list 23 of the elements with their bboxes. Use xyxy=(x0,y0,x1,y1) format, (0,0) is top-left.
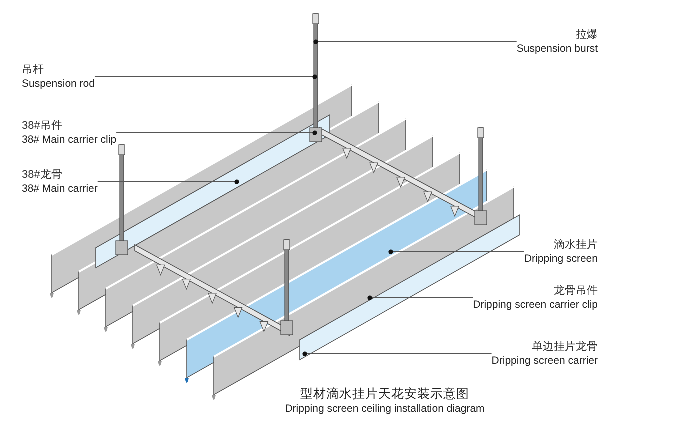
callout-label: 吊杆 xyxy=(22,63,45,77)
callout-translation: Dripping screen carrier clip xyxy=(473,298,598,312)
callout-label: 拉爆 xyxy=(575,28,598,42)
callout-translation: Dripping screen xyxy=(524,252,598,266)
leader-line xyxy=(302,352,492,356)
leader-line xyxy=(97,180,240,184)
leader-line xyxy=(116,130,318,136)
callout-label: 滴水挂片 xyxy=(553,238,598,252)
leader-line xyxy=(388,250,525,254)
callout-label: 38#吊件 xyxy=(22,119,64,133)
leader-line xyxy=(94,74,318,80)
callout-label: 38#龙骨 xyxy=(22,168,64,182)
callout-translation: 38# Main carrier xyxy=(22,182,98,196)
diagram-title: 型材滴水挂片天花安装示意图 xyxy=(300,386,470,403)
callout-translation: 38# Main carrier clip xyxy=(22,133,117,147)
leader-line xyxy=(368,296,474,300)
callout-translation: Suspension burst xyxy=(516,42,598,56)
leader-line xyxy=(314,40,518,44)
callout-translation: Suspension rod xyxy=(22,77,95,91)
callout-translation: Dripping screen carrier xyxy=(492,354,598,368)
diagram-caption: Dripping screen ceiling installation diagram xyxy=(284,403,486,415)
callout-label: 龙骨吊件 xyxy=(553,284,598,298)
callout-label: 单边挂片龙骨 xyxy=(531,340,598,354)
